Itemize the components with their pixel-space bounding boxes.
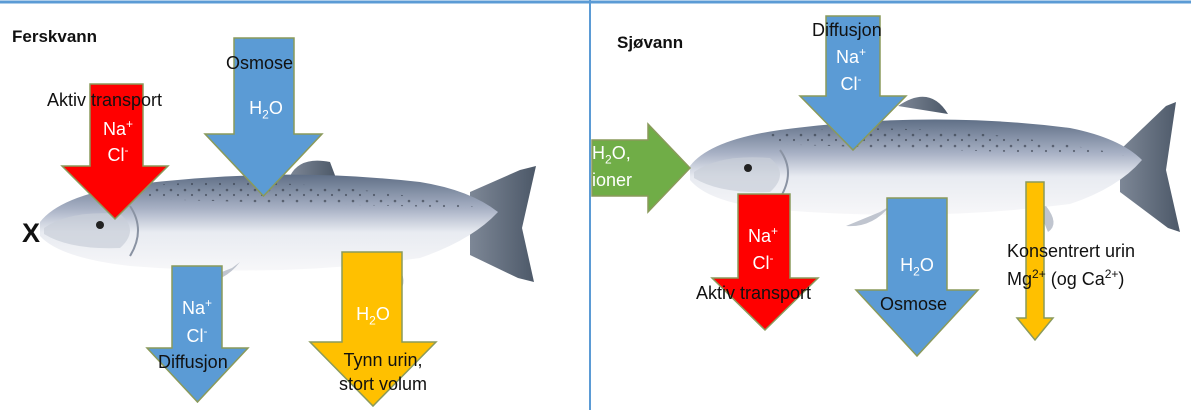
na-ion-label-freshwater-active: Na+ <box>93 117 143 140</box>
na-ion-label-seawater-diffusion: Na+ <box>826 45 876 68</box>
diffusion-label-freshwater: Diffusjon <box>158 352 228 373</box>
active-transport-label-seawater: Aktiv transport <box>696 283 811 304</box>
water-ions-label-seawater-drink-line1: H2O, <box>592 143 631 167</box>
water-formula-freshwater-osmosis: H2O <box>238 98 294 122</box>
active-transport-label-freshwater: Aktiv transport <box>47 90 162 111</box>
urine-label-freshwater-line2: stort volum <box>318 374 448 395</box>
seawater-title: Sjøvann <box>617 33 683 53</box>
water-formula-seawater-osmosis: H2O <box>887 255 947 279</box>
cl-ion-label-seawater-diffusion: Cl- <box>826 72 876 95</box>
diffusion-label-seawater: Diffusjon <box>812 20 882 41</box>
cl-ion-label-freshwater-diffusion: Cl- <box>172 324 222 347</box>
cl-ion-label-seawater-active: Cl- <box>738 251 788 274</box>
na-ion-label-seawater-active: Na+ <box>738 224 788 247</box>
urine-label-freshwater-line1: Tynn urin, <box>318 350 448 371</box>
cl-ion-label-freshwater-active: Cl- <box>93 143 143 166</box>
x-mark: X <box>22 218 40 249</box>
freshwater-title: Ferskvann <box>12 27 97 47</box>
water-formula-freshwater-urine: H2O <box>345 304 401 328</box>
urine-label-seawater-line1: Konsentrert urin <box>1007 241 1135 262</box>
osmosis-label-seawater: Osmose <box>880 294 947 315</box>
urine-label-seawater-line2: Mg2+ (og Ca2+) <box>1007 267 1124 290</box>
na-ion-label-freshwater-diffusion: Na+ <box>172 296 222 319</box>
osmosis-label-freshwater: Osmose <box>226 53 293 74</box>
water-ions-label-seawater-drink-line2: ioner <box>592 170 632 191</box>
drink-arrow-seawater <box>592 124 690 212</box>
